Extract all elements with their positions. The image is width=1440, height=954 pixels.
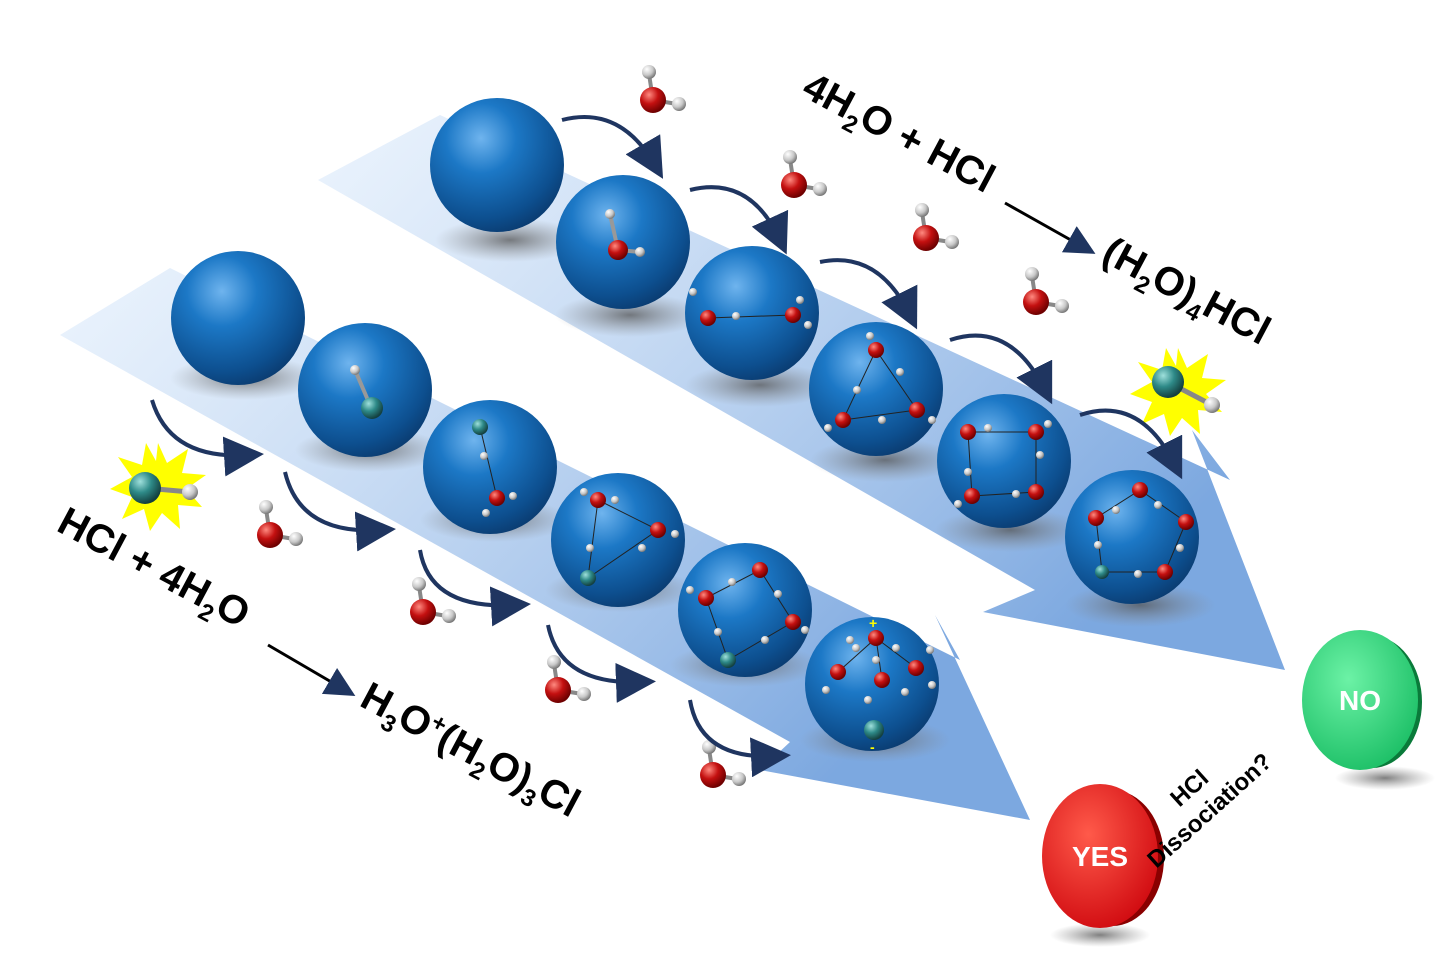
dissociation-question: HCl Dissociation? [1142, 748, 1277, 873]
top-product: (H2O)4HCl [1092, 229, 1278, 360]
sphere-top-6 [1065, 470, 1199, 604]
bottom-sphere-contents [350, 365, 936, 740]
bottom-reaction-arrow [267, 643, 356, 697]
hcl-molecule-icon [129, 366, 1220, 504]
top-reaction-arrow [1004, 201, 1096, 254]
sphere-top-1 [430, 98, 564, 232]
sphere-bottom-5 [678, 543, 812, 677]
sphere-bottom-6 [805, 617, 939, 751]
svg-text:Dissociation?: Dissociation? [1142, 748, 1277, 873]
no-label: NO [1339, 685, 1381, 716]
curved-arrow-icon [150, 115, 1183, 778]
charge-plus: + [869, 615, 877, 631]
yes-label: YES [1072, 841, 1128, 872]
yes-button[interactable]: YES [1042, 784, 1164, 928]
sphere-top-3 [685, 246, 819, 380]
sphere-bottom-1 [171, 251, 305, 385]
sphere-top-5 [937, 394, 1071, 528]
no-button[interactable]: NO [1302, 630, 1422, 770]
sphere-bottom-4 [551, 473, 685, 607]
charge-minus: - [870, 739, 875, 755]
top-sphere-contents [605, 209, 1194, 580]
top-reactants-b: O + HCl [853, 94, 1002, 201]
svg-text:(H2O)4HCl: (H2O)4HCl [1092, 229, 1277, 360]
